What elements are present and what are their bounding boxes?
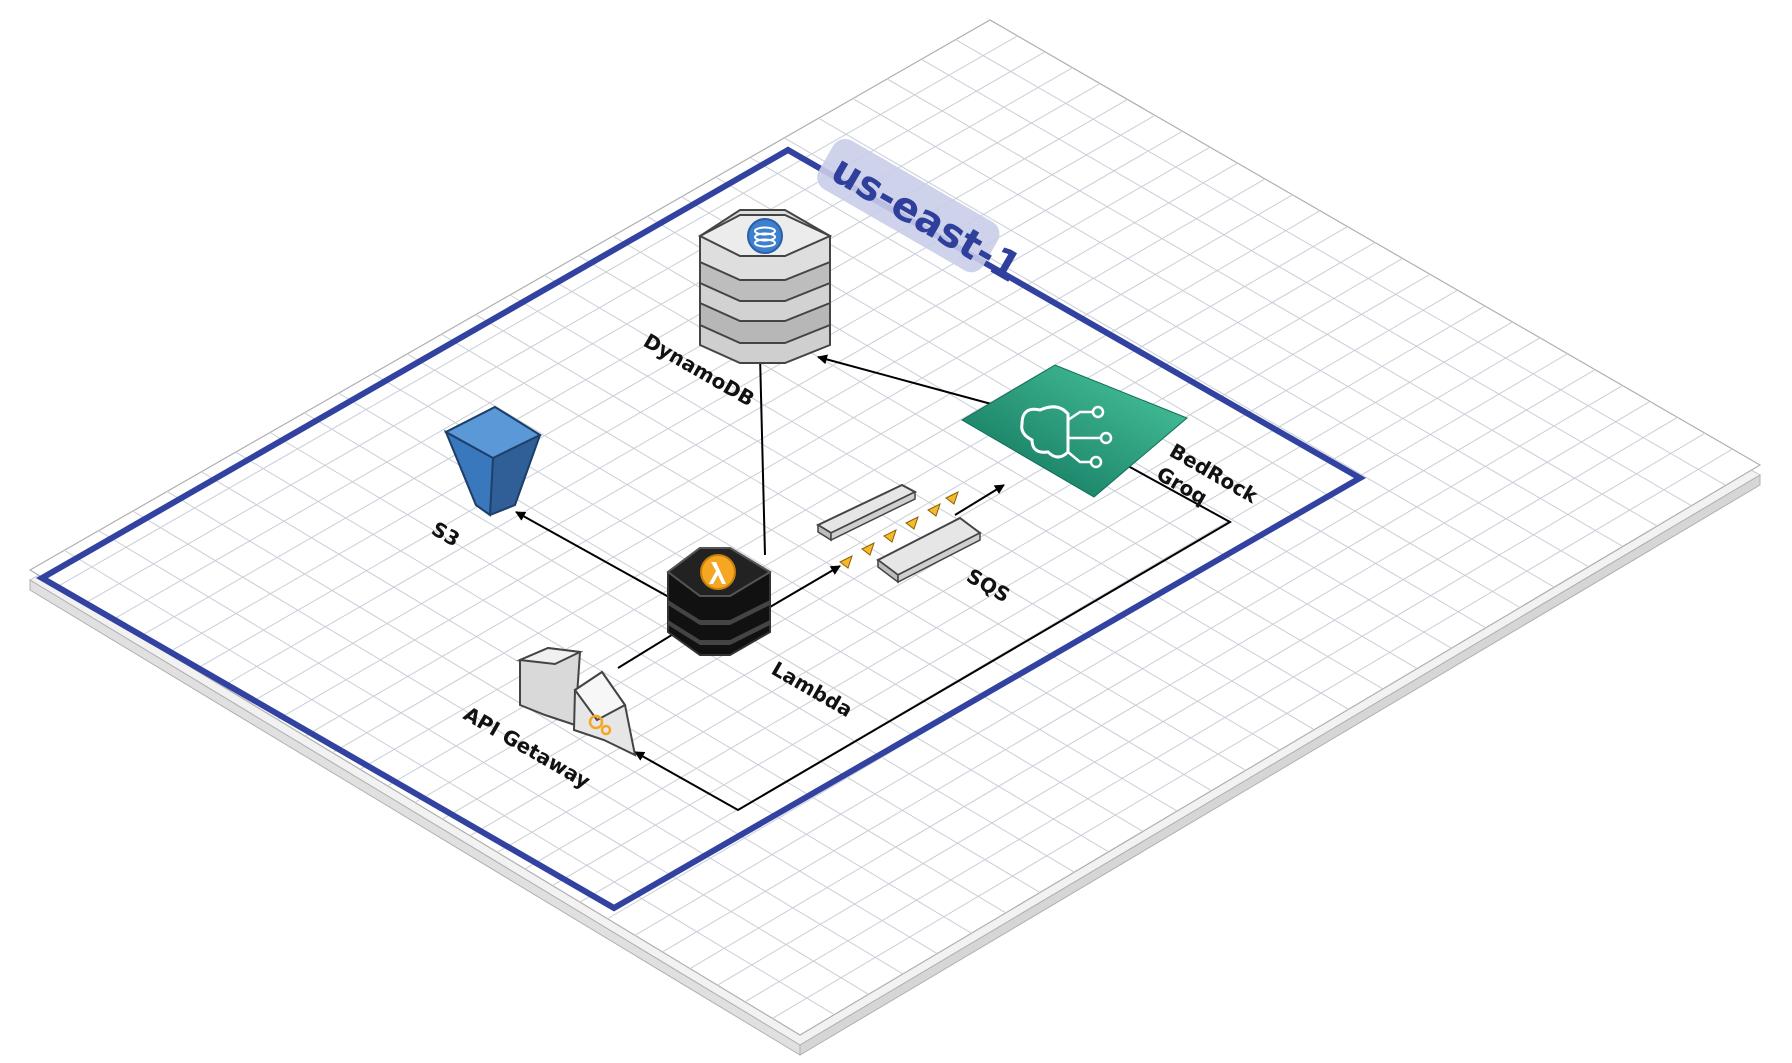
conn-bedrock-to-api [634, 454, 1233, 812]
grid-line [544, 274, 1315, 731]
grid-line [886, 78, 1658, 527]
floor-grid [57, 35, 1733, 1019]
grid-line [852, 98, 1624, 547]
conn-lambda-to-s3 [515, 511, 686, 607]
bedrock-brain-icon [961, 364, 1188, 498]
dynamodb-node[interactable]: DynamoDB [640, 209, 833, 411]
conn-sqs-to-bedrock [954, 484, 1005, 516]
api-gateway-icon [516, 646, 637, 757]
conn-bedrock-to-dynamodb [817, 354, 996, 406]
grid-line [749, 157, 1521, 608]
grid-line [744, 432, 1706, 1003]
region-boundary [35, 146, 1367, 912]
lambda-icon [666, 547, 772, 656]
dynamodb-icon [697, 209, 833, 364]
sqs-queue-icon [815, 483, 982, 584]
grid-line [662, 385, 1623, 953]
grid-line [552, 321, 1513, 886]
conn-lambda-to-dynamodb [755, 354, 766, 556]
grid-line [955, 39, 1726, 486]
grid-line [689, 400, 1651, 970]
floor-plate [28, 19, 1762, 1056]
grid-line [717, 416, 1678, 986]
grid-line [524, 305, 1486, 870]
conn-lambda-to-sqs [769, 565, 841, 608]
connections [515, 354, 1233, 812]
grid-line [921, 58, 1692, 507]
grid-line [772, 448, 1733, 1019]
lambda-node[interactable]: Lambda [666, 547, 857, 722]
grid-line [818, 117, 1589, 568]
grid-line [497, 289, 1458, 853]
s3-bucket-icon [443, 405, 543, 517]
grid-line [634, 369, 1596, 936]
